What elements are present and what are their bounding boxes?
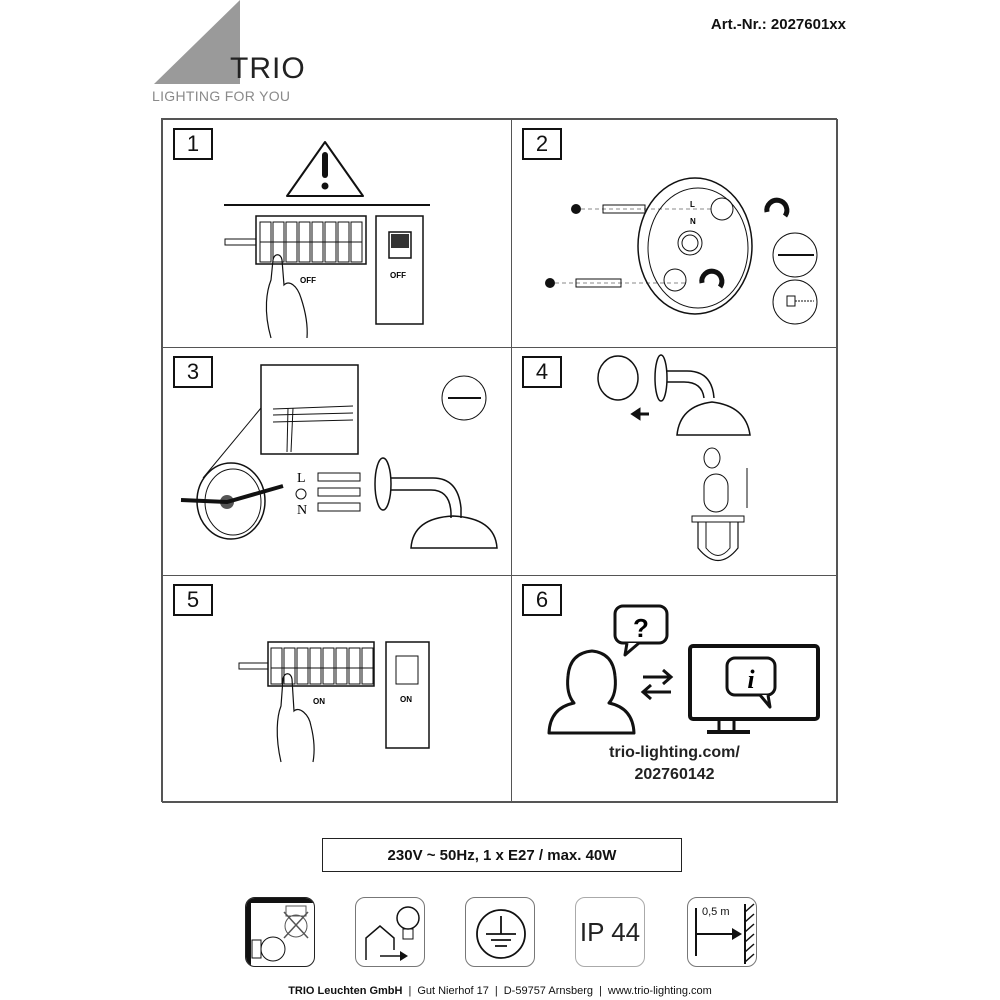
- step-number: 1: [173, 128, 213, 160]
- electrical-spec: 230V ~ 50Hz, 1 x E27 / max. 40W: [322, 838, 682, 872]
- ip-rating-icon: IP 44: [575, 897, 645, 967]
- neutral-label: N: [690, 217, 696, 226]
- protective-earth-icon: [465, 897, 535, 967]
- neutral-label: N: [297, 503, 307, 518]
- support-info-icon: ? i: [547, 604, 820, 735]
- footer-website[interactable]: www.trio-lighting.com: [607, 985, 712, 997]
- step-panel-1: 1 OFF OFF: [162, 119, 512, 348]
- footer-address: Gut Nierhof 17: [417, 985, 489, 997]
- wall-mount-drilling-icon: L N: [545, 177, 818, 325]
- circuit-breaker-off-icon: OFF OFF: [224, 141, 430, 339]
- wiring-connection-icon: L N: [180, 364, 498, 549]
- step-panel-3: 3 L N: [162, 347, 512, 576]
- step-panel-4: 4: [511, 347, 838, 576]
- main-switch-state-label: ON: [400, 695, 412, 704]
- footer-separator: |: [408, 985, 412, 997]
- footer-city: D-59757 Arnsberg: [503, 985, 594, 997]
- support-article-number: 202760142: [634, 766, 715, 783]
- ip-rating-text: IP 44: [579, 917, 641, 947]
- step-panel-2: 2 L N: [511, 119, 838, 348]
- step-number: 4: [522, 356, 562, 388]
- footer: TRIO Leuchten GmbH | Gut Nierhof 17 | D-5975…: [0, 985, 1000, 997]
- step-panel-5: 5 ON ON: [162, 575, 512, 803]
- live-label: L: [690, 200, 695, 209]
- step-number: 3: [173, 356, 213, 388]
- min-distance-icon: 0,5 m: [687, 897, 757, 967]
- monitor-info-icon: i: [688, 644, 820, 734]
- lamp-assembly-icon: [597, 354, 751, 562]
- footer-separator: |: [494, 985, 498, 997]
- article-number: Art.-Nr.: 2027601xx: [710, 16, 846, 33]
- step-panel-6: 6 ? i trio-ligh: [511, 575, 838, 803]
- footer-company: TRIO Leuchten GmbH: [288, 985, 403, 997]
- support-url[interactable]: trio-lighting.com/: [609, 744, 740, 761]
- swap-arrows-icon: [640, 668, 674, 701]
- step-number: 2: [522, 128, 562, 160]
- user-silhouette-icon: [547, 649, 636, 735]
- indoor-outdoor-bulb-icon: [355, 897, 425, 967]
- brand-name: TRIO: [230, 52, 306, 85]
- min-distance-text: 0,5 m: [702, 906, 730, 918]
- screwdriver-icon: [441, 375, 487, 421]
- logo-triangle-icon: [154, 0, 240, 84]
- brand-tagline: LIGHTING FOR YOU: [152, 88, 291, 104]
- breaker-state-label: OFF: [300, 276, 316, 285]
- wall-mount-only-icon: [245, 897, 315, 967]
- step-number: 5: [173, 584, 213, 616]
- main-switch-state-label: OFF: [390, 271, 406, 280]
- question-bubble-icon: ?: [613, 604, 669, 657]
- live-label: L: [297, 471, 306, 486]
- svg-text:i: i: [747, 665, 755, 694]
- circuit-breaker-on-icon: ON ON: [238, 641, 430, 763]
- breaker-state-label: ON: [313, 697, 325, 706]
- svg-text:?: ?: [633, 613, 649, 643]
- step-number: 6: [522, 584, 562, 616]
- footer-separator: |: [599, 985, 602, 997]
- instruction-grid: 1 OFF OFF 2: [161, 118, 838, 803]
